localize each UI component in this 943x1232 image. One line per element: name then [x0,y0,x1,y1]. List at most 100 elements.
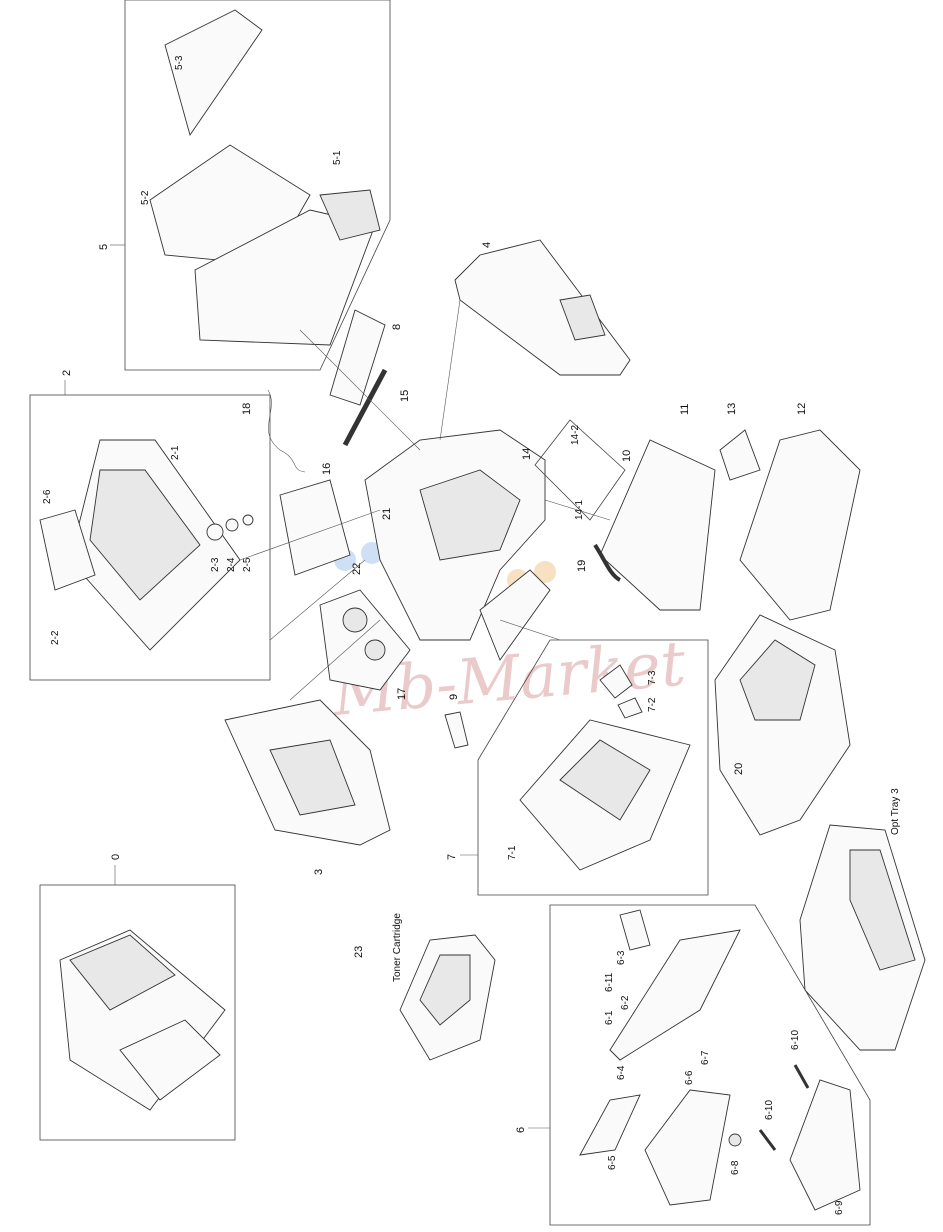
callout-3: 3 [313,869,325,875]
plate-12-shape [739,429,861,621]
callout-6-4: 6-4 [616,1065,627,1080]
part-7-3-shape [599,664,633,699]
drive-17-shape [319,589,411,691]
gear-6-8-shape [728,1133,742,1147]
opt-tray-label: Opt Tray 3 [890,788,901,835]
optional-tray-shape [799,824,926,1051]
callout-17: 17 [396,688,408,700]
knob-part-shape [225,518,239,532]
main-frame-inner-shape [419,469,521,561]
group-opt-tray-3: Opt Tray 3 [799,788,926,1051]
group-18-harness: 18 [241,389,306,473]
callout-6: 6 [515,1127,527,1133]
callout-6-8: 6-8 [730,1160,741,1175]
callout-13: 13 [726,403,738,415]
bracket-8-shape [329,309,386,406]
feed-unit-shape [479,569,551,661]
group-7-frame-assy: 7 7-1 7-2 7-3 [446,639,709,896]
callout-6-11: 6-11 [604,972,615,992]
top-cover-recess-shape [89,469,201,601]
gear-shape-2 [364,639,386,661]
callout-8: 8 [391,324,403,330]
knob-spring-shape [242,514,254,526]
callout-7: 7 [446,854,458,860]
tray-20-inner-shape [739,639,816,721]
callout-6-9: 6-9 [834,1200,845,1215]
group-8-15: 8 15 [329,309,411,447]
group-23-toner: 23 Toner Cartridge [353,913,496,1061]
frame-2 [29,394,271,681]
group-0-assembled-printer: 0 [39,854,236,1141]
callout-7-3: 7-3 [647,670,658,685]
callout-2-1: 2-1 [170,445,181,460]
printer-front-panel-shape [119,1019,221,1101]
frame-5 [124,0,391,371]
side-cover-right-shape [454,239,631,376]
gear-shape [342,607,368,633]
frame-6 [549,904,871,1226]
callout-5-2: 5-2 [140,190,151,205]
printer-top-shape [69,934,176,1011]
part-7-2-shape [617,697,643,719]
callout-6-10-a: 6-10 [790,1030,801,1050]
duplex-unit-6-7-shape [644,1089,731,1206]
part-6-3-shape [619,909,651,951]
callout-16: 16 [321,463,333,475]
callout-0: 0 [110,854,122,860]
callout-5-1: 5-1 [332,150,343,165]
guide-7-1-inner-shape [559,739,651,821]
group-20-tray: 20 [714,614,851,836]
callout-14: 14 [521,448,533,460]
shaft-6-10b-shape [758,1129,777,1151]
output-tray-extension-shape [39,509,96,591]
rear-cover-upper-shape [164,9,263,137]
callout-18: 18 [241,403,253,415]
frame-14 [534,419,626,521]
callout-6-3: 6-3 [616,950,627,965]
group-electronics: 14 14-1 14-2 10 11 13 12 19 [521,403,861,621]
side-cover-left-window-shape [269,739,356,816]
part-6-4-shape [579,1094,641,1156]
callout-21: 21 [381,508,393,520]
frame-7 [477,639,709,896]
rear-cover-lower-shape [194,209,376,346]
group-5-rear-cover: 5 5-1 5-2 5-3 [98,0,391,371]
callout-6-5: 6-5 [607,1155,618,1170]
callout-12: 12 [796,403,808,415]
callout-9: 9 [448,694,460,700]
optional-tray-side-shape [849,849,916,971]
callout-6-1: 6-1 [604,1010,615,1025]
callout-23: 23 [353,946,365,958]
shaft-6-10-shape [793,1064,810,1089]
callout-2-4: 2-4 [226,557,237,572]
side-cover-handle-shape [559,294,606,341]
callout-2-6: 2-6 [42,489,53,504]
group-3-left-cover: 3 [224,699,391,875]
callout-2-3: 2-3 [210,557,221,572]
duplex-guide-6-1-shape [609,929,741,1061]
callout-6-7: 6-7 [700,1050,711,1065]
bracket-9-shape [444,711,469,749]
callout-11: 11 [679,404,691,415]
group-6-duplex: 6 6-1 6-2 6-3 6-4 6-5 6-6 6-7 6-8 6-9 6-… [515,904,871,1226]
callout-7-1: 7-1 [507,845,518,860]
callout-6-2: 6-2 [620,995,631,1010]
callout-20: 20 [733,763,745,775]
callout-5: 5 [98,244,110,250]
frame-0 [39,884,236,1141]
callout-5-3: 5-3 [174,55,185,70]
board-10-shape [599,439,716,611]
knob-shape [206,523,224,541]
callout-22: 22 [351,563,363,575]
group-9: 9 [444,694,469,749]
callout-2-2: 2-2 [50,630,61,645]
callout-10: 10 [621,450,633,462]
callout-19: 19 [576,560,588,572]
group-main-frame: 16 21 22 17 [279,429,551,700]
callout-14-2: 14-2 [570,425,581,445]
group-2-top-cover: 2 2-1 2-2 2-3 2-4 2-5 2-6 [29,370,271,681]
callout-2-5: 2-5 [242,557,253,572]
callout-14-1: 14-1 [574,500,585,520]
callout-4: 4 [481,242,493,248]
